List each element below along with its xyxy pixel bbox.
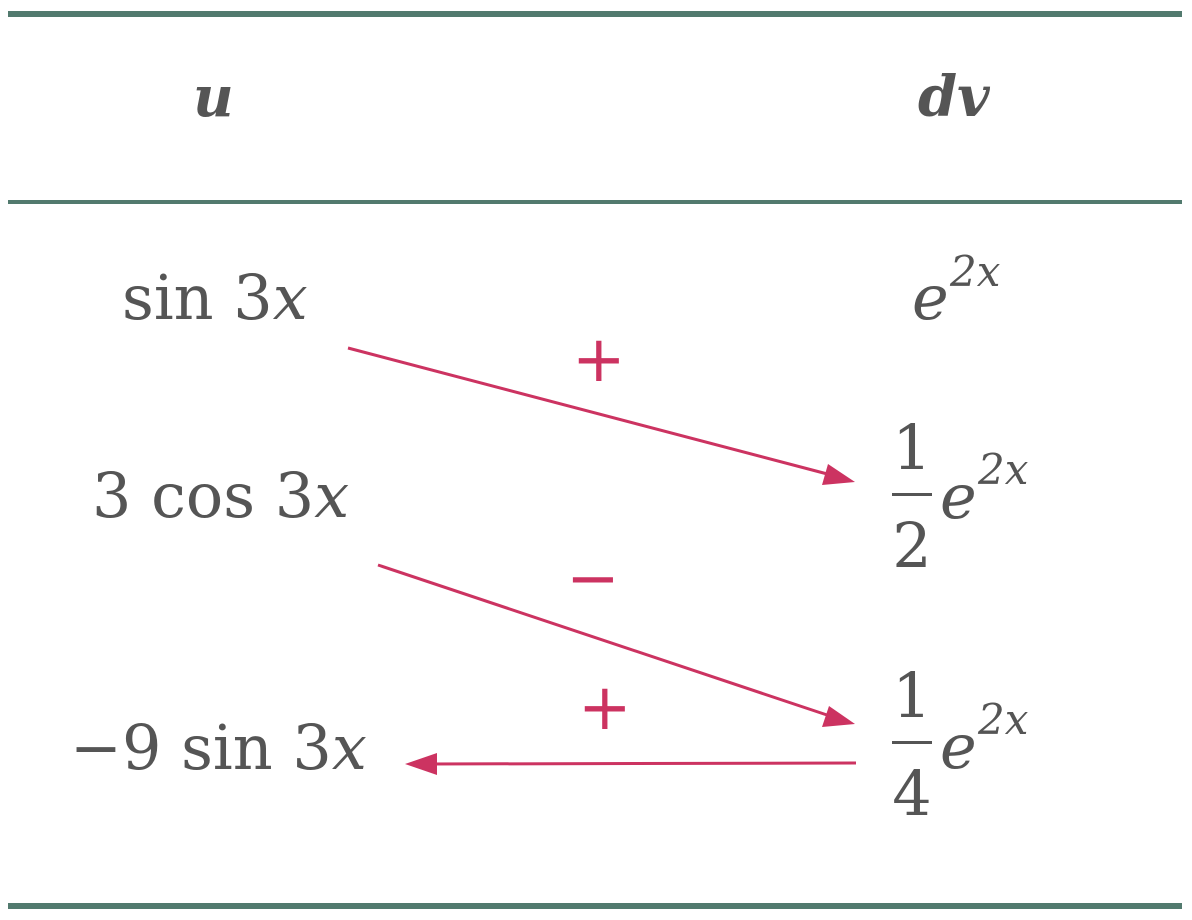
- dv-row-2-base: e: [940, 710, 977, 783]
- column-header-dv: dv: [918, 64, 990, 130]
- u-row-1-var: x: [314, 459, 350, 532]
- dv-row-0-base: e: [912, 261, 949, 334]
- column-header-u: u: [193, 64, 234, 130]
- u-row-0-prefix: sin 3: [122, 261, 273, 334]
- dv-row-1-numerator: 1: [892, 411, 932, 484]
- dv-row-2-numerator: 1: [892, 659, 932, 732]
- u-row-1-prefix: 3 cos 3: [92, 459, 315, 532]
- u-row-2: −9 sin 3x: [70, 712, 367, 784]
- top-rule: [8, 11, 1182, 17]
- u-row-0: sin 3x: [122, 262, 308, 334]
- dv-row-2-denominator: 4: [892, 757, 932, 830]
- sign-2: +: [578, 671, 632, 745]
- u-row-0-var: x: [272, 261, 308, 334]
- arrow-1: [377, 563, 855, 727]
- arrow-2: [405, 753, 857, 775]
- arrow-1-head: [822, 706, 855, 727]
- dv-row-1-denominator: 2: [892, 509, 932, 582]
- arrow-1-shaft: [377, 563, 837, 720]
- header-rule: [8, 200, 1182, 204]
- bottom-rule: [8, 903, 1182, 909]
- arrow-2-head: [405, 753, 437, 775]
- dv-row-1-exponent: 2x: [978, 445, 1029, 494]
- dv-row-0-exponent: 2x: [950, 247, 1001, 296]
- u-row-2-var: x: [331, 711, 367, 784]
- arrow-2-shaft: [427, 761, 857, 766]
- dv-row-2-exponent: 2x: [978, 695, 1029, 744]
- arrow-0-head: [822, 464, 855, 485]
- u-row-2-prefix: −9 sin 3: [70, 711, 332, 784]
- arrow-0: [347, 346, 855, 485]
- dv-row-1-base: e: [940, 460, 977, 533]
- dv-row-2-fraction-bar: [892, 741, 932, 744]
- u-row-1: 3 cos 3x: [92, 460, 349, 532]
- arrow-0-shaft: [347, 346, 836, 478]
- dv-row-1-fraction-bar: [892, 493, 932, 496]
- sign-0: +: [572, 323, 626, 397]
- sign-1: −: [566, 542, 620, 616]
